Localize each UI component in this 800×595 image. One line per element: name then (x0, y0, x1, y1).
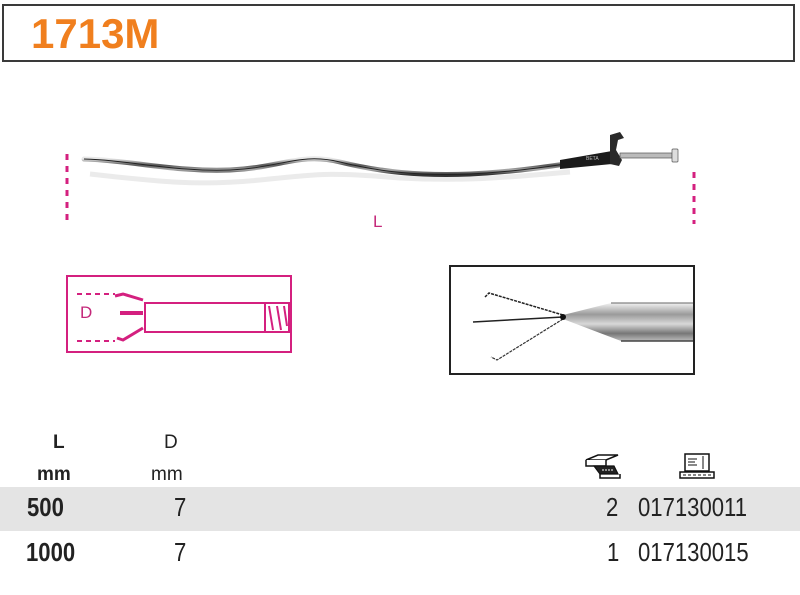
row-1-length: 500 (27, 492, 64, 522)
row-1-diameter: 7 (174, 492, 187, 522)
column-unit-diameter: mm (151, 464, 183, 485)
product-title: 1713M (31, 10, 160, 57)
package-quantity-icon (585, 454, 621, 479)
table-row-highlight (0, 487, 800, 531)
row-2-product-code: 017130015 (638, 537, 749, 567)
row-2-diameter: 7 (174, 537, 187, 567)
length-dimension-label: L (373, 212, 383, 231)
claw-diameter-schematic (66, 275, 292, 353)
svg-text:BETA: BETA (586, 156, 599, 162)
product-code-terminal-icon (679, 453, 715, 479)
column-unit-length: mm (37, 464, 71, 485)
row-1-product-code: 017130011 (638, 492, 747, 522)
flexible-pickup-tool-illustration: BETA (65, 132, 696, 226)
row-1-quantity: 2 (606, 492, 619, 522)
claw-detail-illustration (472, 292, 693, 361)
column-header-diameter: D (164, 432, 178, 453)
title-box: 1713M (2, 4, 795, 62)
diameter-dimension-label: D (80, 303, 93, 322)
claw-detail-photo (449, 265, 695, 375)
row-2-length: 1000 (26, 537, 76, 567)
column-header-length: L (53, 432, 65, 453)
row-2-quantity: 1 (607, 537, 620, 567)
